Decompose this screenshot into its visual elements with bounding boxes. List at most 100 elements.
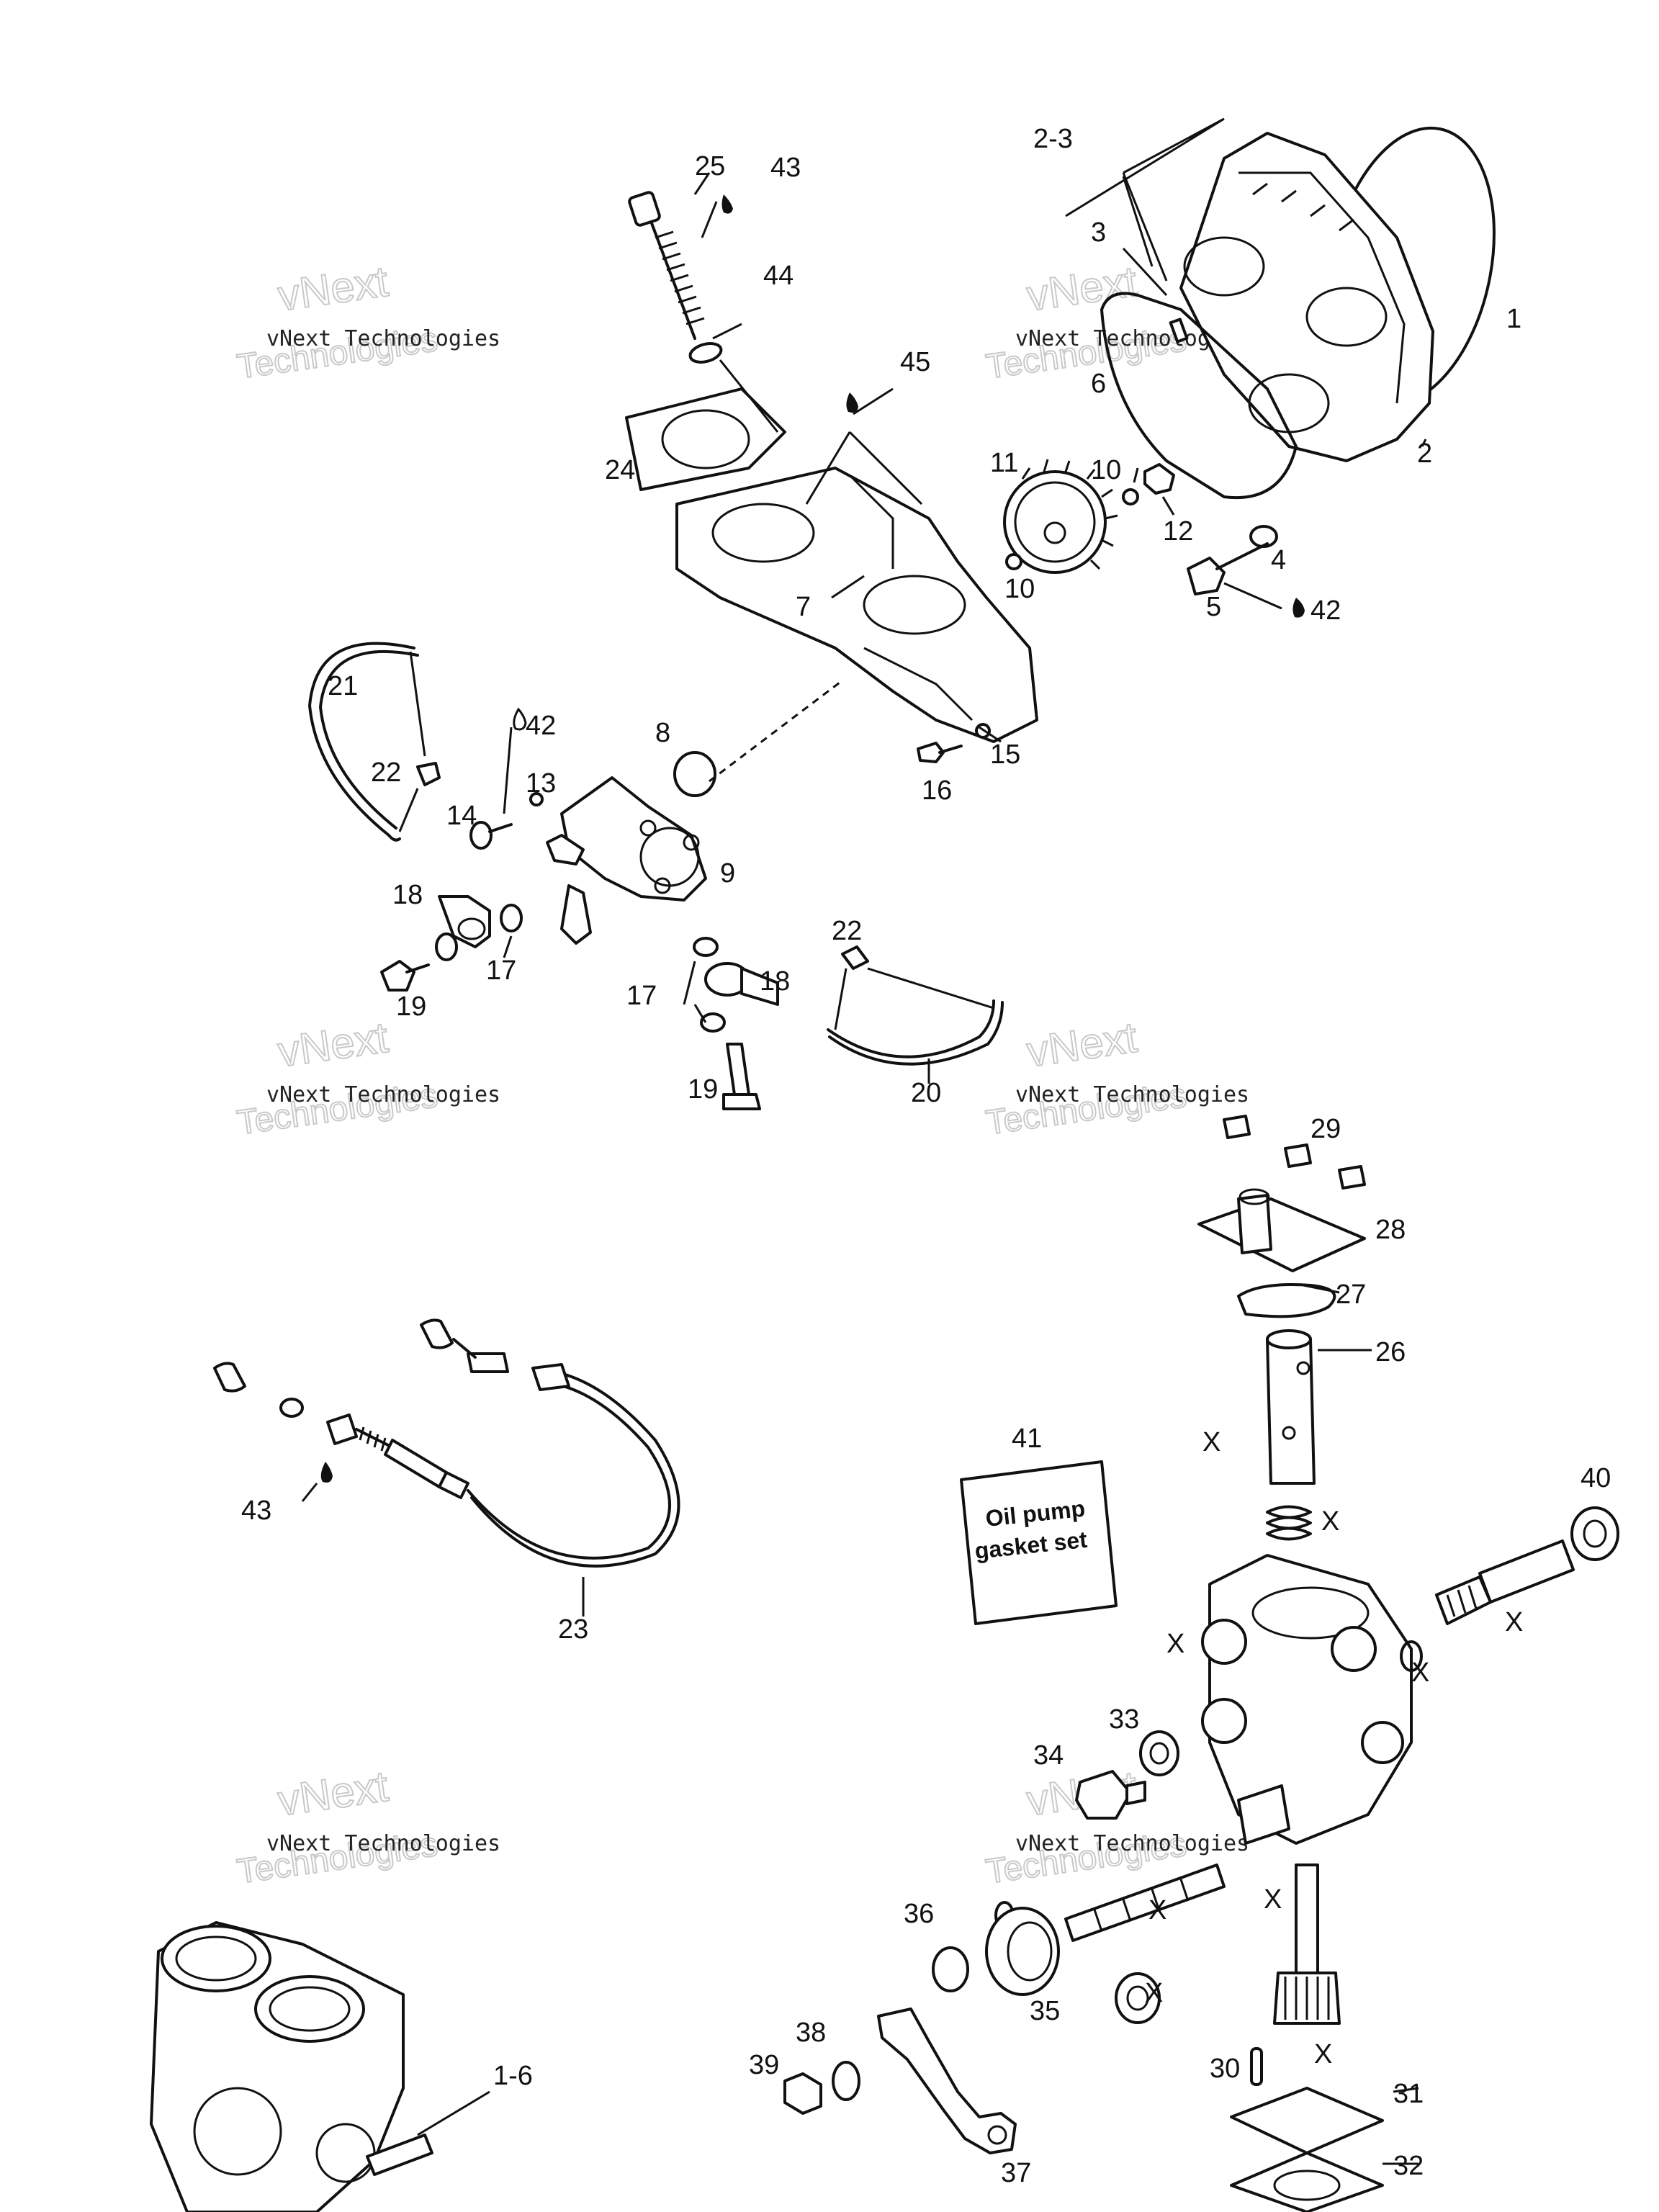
manifold-7 — [675, 467, 1038, 743]
callout-19: 19 — [396, 992, 426, 1022]
callout-41: 41 — [1012, 1424, 1042, 1454]
callout-44: 44 — [763, 261, 793, 291]
callout-x: X — [1321, 1506, 1339, 1537]
seal-right — [1115, 1972, 1161, 2024]
callout-42: 42 — [526, 711, 556, 741]
callout-13: 13 — [526, 768, 556, 799]
rotary-valve-cover — [1100, 126, 1496, 500]
callout-32: 32 — [1393, 2151, 1424, 2181]
callout-39: 39 — [749, 2050, 779, 2080]
gasket-set-card-41: Oil pump gasket set — [960, 1460, 1118, 1625]
pin-30 — [1250, 2047, 1263, 2086]
gasket-24 — [625, 387, 786, 491]
plunger-26 — [1266, 1329, 1316, 1485]
engine-block — [150, 1921, 433, 2212]
o-ring-27 — [1237, 1283, 1336, 1318]
callout-10: 10 — [1091, 455, 1121, 485]
callout-8: 8 — [655, 718, 670, 748]
washer-33 — [1139, 1730, 1179, 1776]
screw-29 — [1223, 1115, 1366, 1190]
washer-17c — [693, 937, 719, 957]
watermark-big-1: vNext — [275, 1762, 392, 1825]
callout-25: 25 — [695, 151, 725, 181]
callout-x: X — [1505, 1607, 1523, 1637]
callout-17: 17 — [626, 981, 657, 1011]
callout-24: 24 — [605, 455, 635, 485]
callout-20: 20 — [911, 1078, 941, 1108]
drive-shaft — [1273, 1863, 1341, 2025]
o-ring-right — [1400, 1640, 1423, 1672]
hose-21 — [308, 642, 415, 842]
callout-11: 11 — [990, 448, 1018, 478]
screw-25 — [628, 191, 705, 340]
callout-31: 31 — [1393, 2079, 1424, 2109]
callout-x: X — [1314, 2039, 1332, 2069]
callout-40: 40 — [1581, 1463, 1611, 1493]
watermark-text: vNext Technologies — [1015, 1831, 1249, 1856]
callout-15: 15 — [990, 739, 1020, 770]
clip-38 — [832, 2061, 860, 2101]
watermark-text: vNext Technologies — [266, 1082, 500, 1107]
oil-pump-9 — [546, 776, 707, 945]
callout-1: 1 — [1506, 304, 1521, 334]
callout-17: 17 — [486, 956, 516, 986]
screw-14 — [469, 821, 513, 850]
washer-10 — [1005, 553, 1022, 570]
callout-9: 9 — [720, 858, 735, 889]
cover-28 — [1197, 1188, 1366, 1272]
callout-2-3: 2-3 — [1033, 124, 1073, 154]
lever-37 — [877, 2008, 1017, 2154]
callout-30: 30 — [1210, 2054, 1240, 2084]
callout-43: 43 — [770, 153, 801, 183]
callout-37: 37 — [1001, 2158, 1031, 2188]
callout-21: 21 — [328, 671, 358, 701]
callout-19: 19 — [688, 1074, 718, 1105]
plug-34 — [1075, 1770, 1146, 1820]
washer-36 — [932, 1946, 969, 1992]
callout-10: 10 — [1004, 574, 1035, 604]
watermark-text: vNext Technologies — [266, 326, 500, 351]
callout-labels: 25 43 44 45 24 2-3 3 1 6 2 11 10 12 4 10… — [241, 124, 1611, 2188]
callout-x: X — [1202, 1427, 1220, 1457]
flange-32 — [1230, 2152, 1384, 2212]
clamp-22 — [416, 762, 441, 786]
gasket-31 — [1230, 2087, 1384, 2154]
o-ring-8 — [673, 751, 716, 797]
callout-42: 42 — [1310, 595, 1341, 626]
watermark-text: vNext Technologies — [1015, 1082, 1249, 1107]
bolt-19a — [380, 960, 430, 992]
screw-16 — [917, 742, 945, 763]
callout-45: 45 — [900, 347, 930, 377]
washer-44 — [688, 342, 723, 364]
callout-3: 3 — [1091, 217, 1106, 248]
callout-22: 22 — [371, 757, 401, 788]
washer-4 — [1249, 525, 1278, 548]
callout-2: 2 — [1417, 439, 1432, 469]
callout-36: 36 — [904, 1899, 934, 1929]
screw-5 — [1187, 542, 1269, 595]
bolt-19b — [722, 1043, 761, 1110]
callout-38: 38 — [796, 2018, 826, 2048]
watermark: vNext Technologies — [234, 1012, 441, 1143]
callout-x: X — [1148, 1895, 1166, 1925]
callout-12: 12 — [1163, 516, 1193, 547]
watermark-big-1: vNext — [1024, 1013, 1141, 1076]
callout-18: 18 — [392, 880, 423, 910]
watermark: vNext Technologies — [234, 256, 441, 387]
washer-17d — [700, 1012, 726, 1033]
hose-20 — [827, 999, 995, 1058]
callout-4: 4 — [1271, 545, 1286, 575]
watermark: vNext Technologies — [983, 1761, 1190, 1892]
nut-12 — [1143, 463, 1175, 495]
callout-1-6: 1-6 — [493, 2061, 533, 2091]
nut-39 — [783, 2072, 822, 2115]
callout-29: 29 — [1310, 1114, 1341, 1144]
pump-body — [1201, 1554, 1413, 1845]
cable-23 — [213, 1318, 680, 1568]
callout-43: 43 — [241, 1496, 271, 1526]
banjo-18b — [704, 962, 779, 1006]
watermark-big-1: vNext — [275, 1013, 392, 1076]
callout-18: 18 — [760, 966, 790, 997]
washer-17a — [500, 904, 523, 932]
